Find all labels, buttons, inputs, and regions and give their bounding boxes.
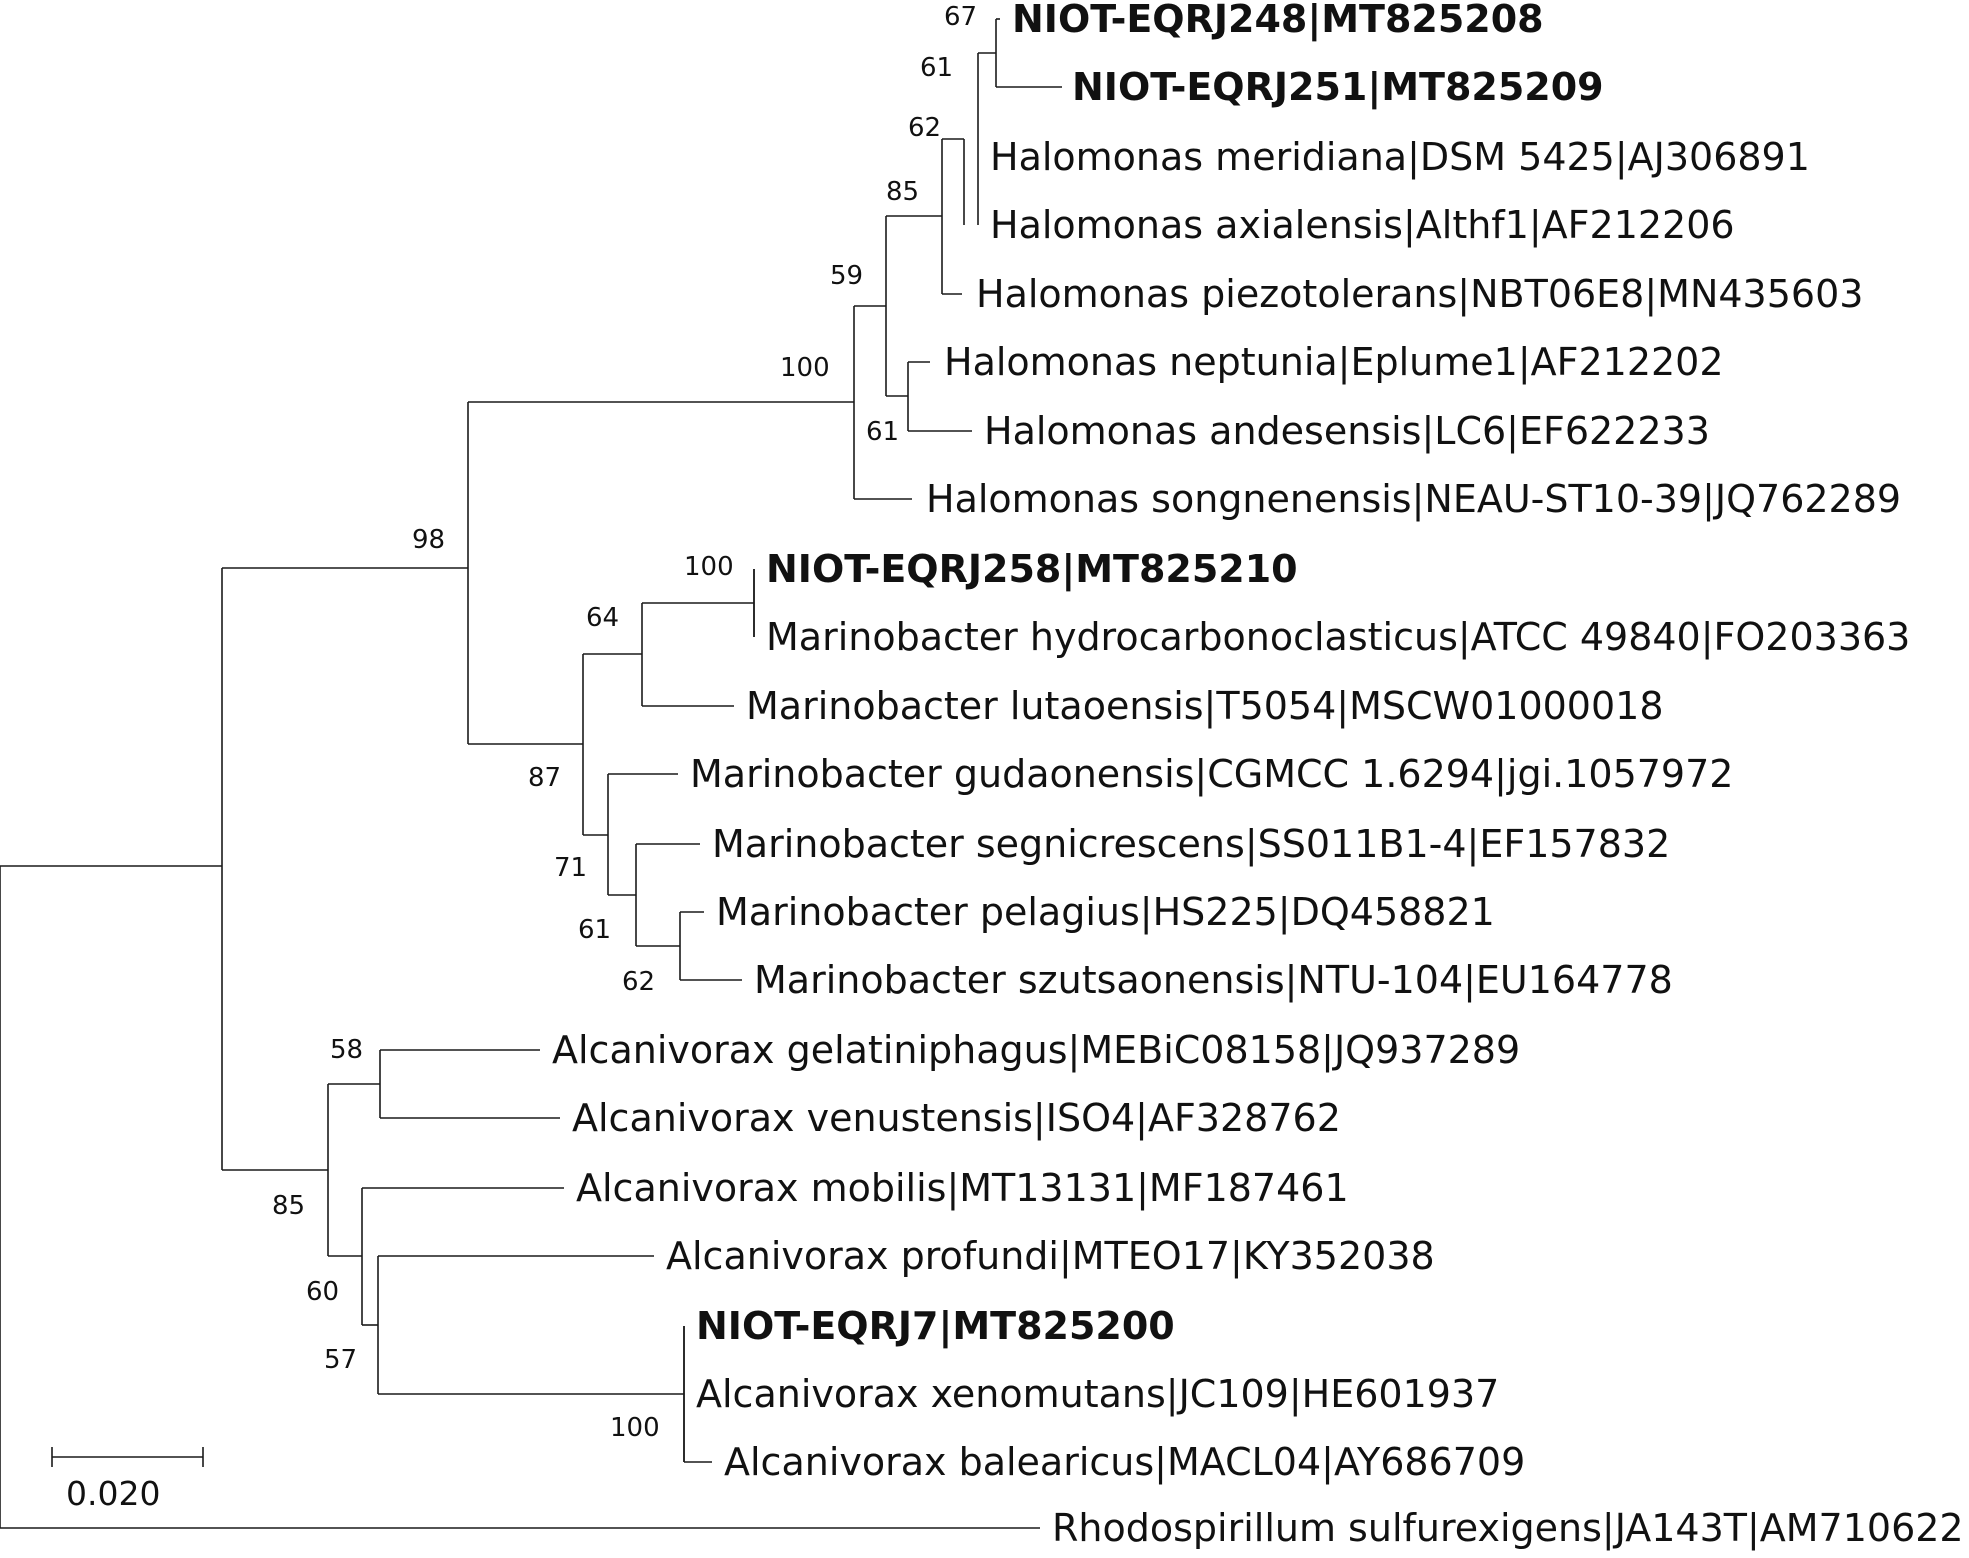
taxon-label: Halomonas neptunia|Eplume1|AF212202: [944, 340, 1724, 385]
taxon-label: NIOT-EQRJ248|MT825208: [1012, 0, 1544, 42]
taxon-label: Alcanivorax balearicus|MACL04|AY686709: [724, 1440, 1525, 1485]
taxon-label: Marinobacter gudaonensis|CGMCC 1.6294|jg…: [690, 752, 1733, 797]
taxon-label: Marinobacter hydrocarbonoclasticus|ATCC …: [766, 615, 1910, 660]
taxon-label: Marinobacter szutsaonensis|NTU-104|EU164…: [754, 958, 1673, 1003]
tree-branches: [0, 18, 1062, 1529]
bootstrap-values: 67 61 62 85 59 100 61 98 100 64 87 71 61 62 58 85 60 57 10…: [272, 2, 977, 1443]
taxon-label: Marinobacter pelagius|HS225|DQ458821: [716, 890, 1495, 935]
taxon-label: Halomonas axialensis|Althf1|AF212206: [990, 203, 1735, 248]
taxon-label: Halomonas andesensis|LC6|EF622233: [984, 409, 1710, 454]
taxon-label: NIOT-EQRJ7|MT825200: [696, 1304, 1175, 1349]
taxon-label: NIOT-EQRJ251|MT825209: [1072, 65, 1604, 110]
taxon-label: Rhodospirillum sulfurexigens|JA143T|AM71…: [1052, 1506, 1964, 1551]
bootstrap-value: 62: [622, 967, 655, 997]
taxon-label: Alcanivorax xenomutans|JC109|HE601937: [696, 1372, 1499, 1417]
bootstrap-value: 87: [528, 763, 561, 793]
bootstrap-value: 85: [272, 1191, 305, 1221]
bootstrap-value: 61: [920, 53, 953, 83]
bootstrap-value: 62: [908, 113, 941, 143]
taxon-label: Alcanivorax venustensis|ISO4|AF328762: [572, 1096, 1341, 1141]
bootstrap-value: 61: [578, 915, 611, 945]
bootstrap-value: 61: [866, 417, 899, 447]
bootstrap-value: 60: [306, 1277, 339, 1307]
scale-bar: 0.020: [51, 1447, 204, 1513]
taxon-label: NIOT-EQRJ258|MT825210: [766, 547, 1298, 592]
bootstrap-value: 100: [684, 552, 734, 582]
taxon-label: Alcanivorax gelatiniphagus|MEBiC08158|JQ…: [552, 1028, 1520, 1073]
bootstrap-value: 71: [554, 853, 587, 883]
tip-labels: NIOT-EQRJ248|MT825208NIOT-EQRJ251|MT8252…: [552, 0, 1964, 1551]
bootstrap-value: 98: [412, 525, 445, 555]
bootstrap-value: 58: [330, 1035, 363, 1065]
taxon-label: Marinobacter lutaoensis|T5054|MSCW010000…: [746, 684, 1664, 729]
bootstrap-value: 59: [830, 261, 863, 291]
taxon-label: Halomonas meridiana|DSM 5425|AJ306891: [990, 135, 1810, 180]
bootstrap-value: 64: [586, 603, 619, 633]
bootstrap-value: 85: [886, 177, 919, 207]
taxon-label: Halomonas piezotolerans|NBT06E8|MN435603: [976, 272, 1863, 317]
taxon-label: Alcanivorax profundi|MTEO17|KY352038: [666, 1234, 1435, 1279]
taxon-label: Marinobacter segnicrescens|SS011B1-4|EF1…: [712, 822, 1670, 867]
taxon-label: Halomonas songnenensis|NEAU-ST10-39|JQ76…: [926, 477, 1901, 522]
scale-bar-label: 0.020: [66, 1474, 160, 1513]
bootstrap-value: 100: [780, 353, 830, 383]
taxon-label: Alcanivorax mobilis|MT13131|MF187461: [576, 1166, 1349, 1211]
bootstrap-value: 57: [324, 1345, 357, 1375]
bootstrap-value: 100: [610, 1413, 660, 1443]
bootstrap-value: 67: [944, 2, 977, 32]
